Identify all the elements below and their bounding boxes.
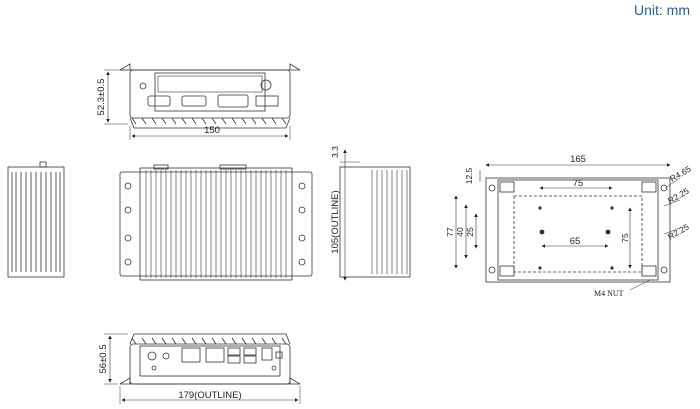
side-thickness-label: 3.3 bbox=[330, 146, 340, 158]
right-side-view bbox=[339, 149, 411, 281]
unit-label: Unit: mm bbox=[634, 2, 690, 18]
nut-label: M4 NUT bbox=[594, 289, 624, 298]
heatsink-view bbox=[119, 164, 313, 281]
bottom-inner-small-label: 65 bbox=[570, 236, 581, 247]
front-height-label: 56±0.5 bbox=[98, 345, 109, 374]
side-height-label: 105(OUTLINE) bbox=[330, 190, 341, 253]
front-view bbox=[104, 333, 301, 404]
top-view bbox=[104, 63, 301, 140]
radius-label-1: R4.65 bbox=[668, 164, 693, 184]
bottom-left-label-77: 77 bbox=[445, 227, 455, 237]
bottom-inner-width-label: 75 bbox=[573, 178, 584, 189]
bottom-width-label: 165 bbox=[570, 154, 586, 165]
left-side-view bbox=[7, 161, 65, 278]
bottom-left-small-label: 12.5 bbox=[464, 167, 474, 184]
bottom-height-label: 75 bbox=[620, 233, 630, 243]
top-view-height-label: 52.3±0.5 bbox=[96, 79, 107, 116]
top-view-width-label: 150 bbox=[204, 125, 220, 136]
bottom-left-label-25: 25 bbox=[465, 227, 475, 237]
front-width-label: 179(OUTLINE) bbox=[178, 390, 241, 401]
bottom-left-label-40: 40 bbox=[455, 227, 465, 237]
bottom-view bbox=[454, 163, 681, 291]
